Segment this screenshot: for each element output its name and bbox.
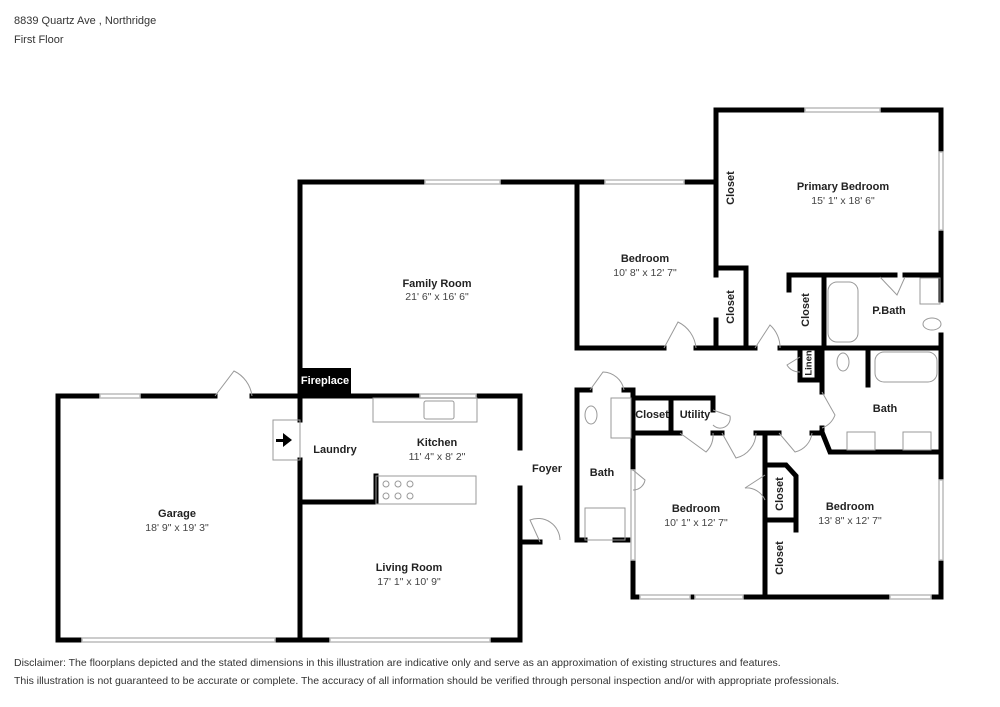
linen-label: Linen	[803, 350, 815, 376]
stairs-arrow-icon	[276, 433, 292, 447]
utility-label: Utility	[679, 409, 711, 421]
room-dims-bedroom-east: 13' 8" x 12' 7"	[818, 515, 882, 527]
fireplace-label: Fireplace	[299, 368, 351, 394]
room-dims-bedroom-north: 10' 8" x 12' 7"	[613, 267, 677, 279]
closet-label-bedroom-east-lower: Closet	[774, 541, 786, 575]
foyer-label: Foyer	[532, 463, 562, 475]
room-name-garage: Garage	[158, 508, 196, 520]
hall-closet-label: Closet	[635, 409, 669, 421]
fixtures	[272, 277, 942, 541]
disclaimer-line-1: Disclaimer: The floorplans depicted and …	[14, 657, 781, 669]
room-dims-garage: 18' 9" x 19' 3"	[145, 522, 209, 534]
room-name-bedroom-east: Bedroom	[825, 501, 875, 513]
closet-label-bedroom-north: Closet	[725, 290, 737, 324]
room-dims-primary-bedroom: 15' 1" x 18' 6"	[811, 195, 875, 207]
room-name-kitchen: Kitchen	[416, 437, 458, 449]
room-name-family-room: Family Room	[402, 278, 472, 290]
room-dims-family-room: 21' 6" x 16' 6"	[405, 291, 469, 303]
doors	[214, 276, 906, 543]
room-name-living-room: Living Room	[375, 562, 443, 574]
room-name-bedroom-north: Bedroom	[620, 253, 670, 265]
main-bath-label: Bath	[872, 403, 898, 415]
property-address: 8839 Quartz Ave , Northridge	[14, 15, 157, 27]
p-bath-label: P.Bath	[872, 305, 906, 317]
room-name-primary-bedroom: Primary Bedroom	[796, 181, 890, 193]
room-dims-living-room: 17' 1" x 10' 9"	[377, 576, 441, 588]
room-name-bedroom-center: Bedroom	[671, 503, 721, 515]
closet-label-primary-west: Closet	[725, 171, 737, 205]
room-dims-bedroom-center: 10' 1" x 12' 7"	[664, 517, 728, 529]
disclaimer-line-2: This illustration is not guaranteed to b…	[14, 675, 840, 687]
room-dims-kitchen: 11' 4" x 8' 2"	[408, 451, 466, 463]
closet-label-primary-south: Closet	[800, 293, 812, 327]
hall-bath-label: Bath	[589, 467, 615, 479]
closet-label-bedroom-east-upper: Closet	[774, 477, 786, 511]
floor-label: First Floor	[14, 34, 64, 46]
walls	[55, 107, 944, 643]
laundry-label: Laundry	[313, 444, 357, 456]
